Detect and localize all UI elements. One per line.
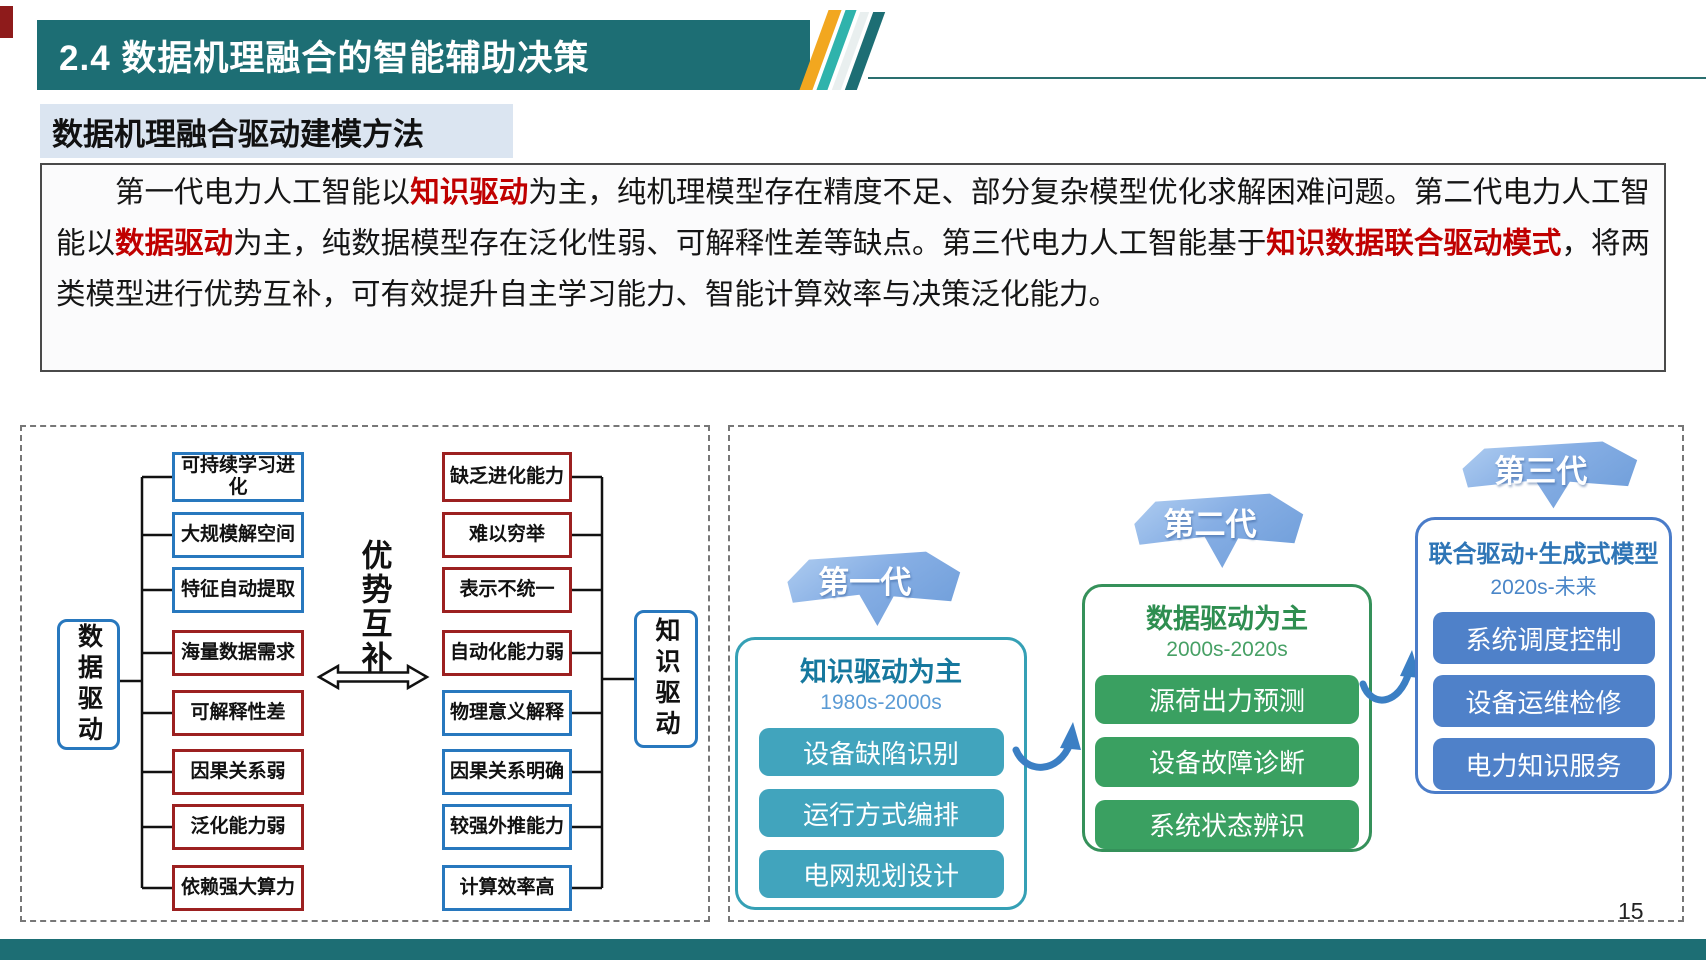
gen1-title: 知识驱动为主 <box>800 657 962 687</box>
header-rule-line <box>868 77 1706 79</box>
intro-seg-1: 知识驱动 <box>410 176 529 209</box>
gen3-item: 电力知识服务 <box>1432 738 1655 790</box>
knowledge-trait-item: 表示不统一 <box>442 567 572 613</box>
complementary-label: 优势互补 <box>356 539 392 675</box>
gen3-banner-label: 第三代 <box>1494 454 1588 490</box>
intro-seg-4: 为主，纯数据模型存在泛化性弱、可解释性差等缺点。第三代电力人工智能基于 <box>233 227 1267 260</box>
gen1-item: 运行方式编排 <box>758 789 1004 837</box>
curved-arrow-icon <box>1012 722 1081 771</box>
knowledge-trait-item: 缺乏进化能力 <box>442 452 572 502</box>
section-subtitle: 数据机理融合驱动建模方法 <box>40 104 513 158</box>
gen3-banner: 第三代 <box>1457 440 1639 512</box>
comparison-panel: 数据驱动 知识驱动 优势互补 可持续学习进化 大规模解空间 特征自动提取 海量数… <box>20 425 710 922</box>
generations-panel: 第一代 知识驱动为主 1980s-2000s 设备缺陷识别 运行方式编排 电网规… <box>728 425 1684 922</box>
knowledge-trait-item: 难以穷举 <box>442 512 572 558</box>
knowledge-driven-label: 知识驱动 <box>652 617 680 741</box>
double-arrow-icon <box>316 663 430 691</box>
intro-seg-6: ，将两类模型进行优势互补，可有效提升自主学习能力、智能计算效率与决策泛化能力。 <box>56 227 1650 311</box>
knowledge-trait-item: 计算效率高 <box>442 865 572 911</box>
knowledge-trait-item: 物理意义解释 <box>442 690 572 736</box>
gen2-item: 设备故障诊断 <box>1095 737 1359 787</box>
intro-seg-5: 知识数据联合驱动模式 <box>1266 227 1562 260</box>
intro-box: 第一代电力人工智能以知识驱动为主，纯机理模型存在精度不足、部分复杂模型优化求解困… <box>40 163 1666 372</box>
data-trait-item: 可解释性差 <box>172 690 304 736</box>
header-bar: 2.4 数据机理融合的智能辅助决策 <box>37 20 810 90</box>
data-trait-item: 因果关系弱 <box>172 749 304 795</box>
gen2-banner: 第二代 <box>1129 492 1305 572</box>
gen1-item: 电网规划设计 <box>758 850 1004 898</box>
data-trait-item: 依赖强大算力 <box>172 865 304 911</box>
gen1-box: 知识驱动为主 1980s-2000s 设备缺陷识别 运行方式编排 电网规划设计 <box>735 637 1027 910</box>
page-title: 2.4 数据机理融合的智能辅助决策 <box>59 38 590 78</box>
page-number: 15 <box>1618 898 1644 924</box>
data-driven-label: 数据驱动 <box>74 622 103 747</box>
data-trait-item: 泛化能力弱 <box>172 804 304 850</box>
corner-mark <box>0 6 13 38</box>
knowledge-trait-item: 因果关系明确 <box>442 749 572 795</box>
gen3-box: 联合驱动+生成式模型 2020s-未来 系统调度控制 设备运维检修 电力知识服务 <box>1415 517 1672 794</box>
bottom-bar <box>0 939 1706 960</box>
data-driven-box: 数据驱动 <box>57 619 120 750</box>
knowledge-trait-item: 自动化能力弱 <box>442 630 572 676</box>
data-trait-item: 可持续学习进化 <box>172 452 304 502</box>
gen3-title: 联合驱动+生成式模型 <box>1428 541 1659 568</box>
gen2-item: 源荷出力预测 <box>1095 675 1359 725</box>
data-trait-item: 特征自动提取 <box>172 567 304 613</box>
gen1-period: 1980s-2000s <box>820 691 942 714</box>
gen2-title: 数据驱动为主 <box>1146 604 1308 634</box>
intro-paragraph: 第一代电力人工智能以知识驱动为主，纯机理模型存在精度不足、部分复杂模型优化求解困… <box>56 167 1650 320</box>
gen2-period: 2000s-2020s <box>1166 638 1288 661</box>
gen3-item: 系统调度控制 <box>1432 612 1655 664</box>
data-trait-item: 海量数据需求 <box>172 630 304 676</box>
intro-seg-2: 为主，纯机理模型存在精度不足、部分复杂模型优化求解困难问题。第二代电力人工智能以 <box>56 176 1650 260</box>
gen2-banner-label: 第二代 <box>1163 507 1257 543</box>
gen1-item: 设备缺陷识别 <box>758 728 1004 776</box>
gen1-banner: 第一代 <box>782 550 962 630</box>
intro-seg-0: 第一代电力人工智能以 <box>115 176 411 209</box>
gen3-item: 设备运维检修 <box>1432 675 1655 727</box>
intro-seg-3: 数据驱动 <box>115 227 234 260</box>
gen2-item: 系统状态辨识 <box>1095 799 1359 849</box>
gen1-banner-label: 第一代 <box>818 565 912 601</box>
section-subtitle-text: 数据机理融合驱动建模方法 <box>52 116 424 152</box>
knowledge-trait-item: 较强外推能力 <box>442 804 572 850</box>
gen3-period: 2020s-未来 <box>1490 576 1597 599</box>
gen2-box: 数据驱动为主 2000s-2020s 源荷出力预测 设备故障诊断 系统状态辨识 <box>1082 584 1372 852</box>
knowledge-driven-box: 知识驱动 <box>634 610 698 748</box>
data-trait-item: 大规模解空间 <box>172 512 304 558</box>
